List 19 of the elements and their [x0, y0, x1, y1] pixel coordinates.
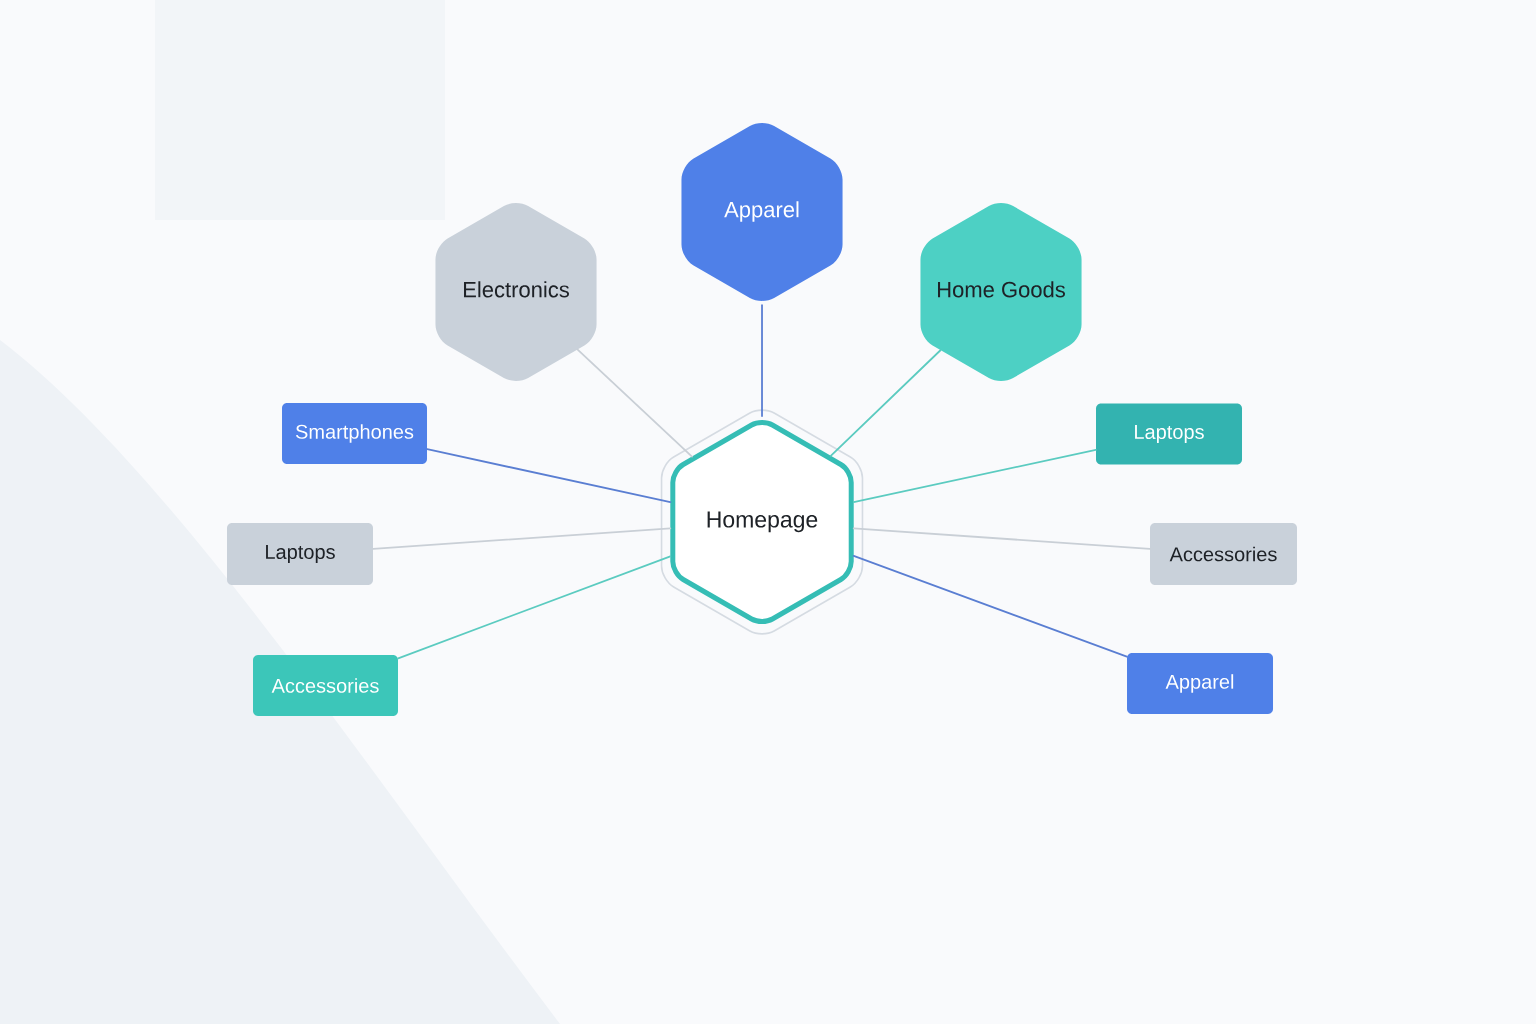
- hexagon: Electronics: [435, 203, 597, 381]
- connector-line: [576, 348, 693, 458]
- connector-line: [372, 527, 672, 550]
- box: Accessories: [1150, 523, 1297, 585]
- connector-line: [852, 448, 1097, 504]
- box: Apparel: [1127, 653, 1273, 714]
- box: Laptops: [227, 523, 373, 585]
- hexagon: Apparel: [681, 123, 843, 301]
- connector-line: [852, 554, 1128, 658]
- connector-line: [761, 304, 763, 417]
- box: Smartphones: [282, 403, 427, 464]
- box: Accessories: [253, 655, 398, 716]
- hexagon: Homepage: [670, 420, 854, 624]
- connector-line: [426, 448, 672, 503]
- connector-line: [829, 349, 942, 457]
- box: Laptops: [1096, 403, 1242, 465]
- hexagon: Home Goods: [920, 203, 1082, 381]
- connector-line: [852, 527, 1151, 550]
- connector-line: [397, 555, 672, 660]
